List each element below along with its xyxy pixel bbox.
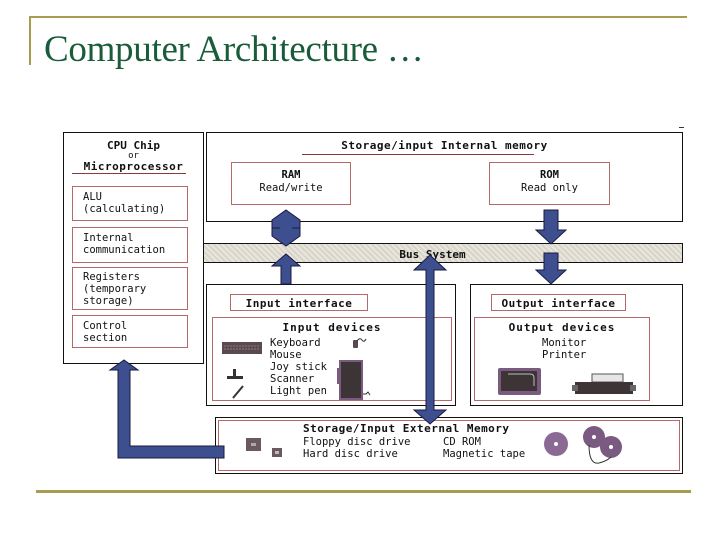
external-device: Hard disc drive xyxy=(303,448,398,460)
ram-box: RAM Read/write xyxy=(231,162,351,205)
external-device: Floppy disc drive xyxy=(303,436,411,448)
cpu-item-line: Internal xyxy=(83,232,134,244)
cd-rom-icon xyxy=(544,432,568,456)
ram-desc: Read/write xyxy=(259,182,323,194)
cpu-item-alu: ALU (calculating) xyxy=(72,186,188,221)
title-rule-top xyxy=(30,16,687,18)
input-devices-box: Input devices Keyboard Mouse Joy stick S… xyxy=(212,317,452,401)
ram-title: RAM xyxy=(281,169,301,181)
light-pen-icon xyxy=(232,385,244,399)
input-device-icons xyxy=(222,338,371,400)
slide-title: Computer Architecture … xyxy=(44,29,424,70)
cpu-item-internal-communication: Internal communication xyxy=(72,227,188,263)
rom-title: ROM xyxy=(540,169,559,181)
cpu-item-line: ALU xyxy=(83,191,102,203)
input-devices-title: Input devices xyxy=(282,321,382,334)
cpu-item-line: Registers xyxy=(83,271,140,283)
title-rule-left xyxy=(29,16,31,65)
input-device: Scanner xyxy=(270,373,315,385)
external-memory-box: Storage/Input External Memory Floppy dis… xyxy=(215,417,683,474)
external-device: CD ROM xyxy=(443,436,481,448)
cpu-item-line: communication xyxy=(83,244,166,256)
cpu-title-underline xyxy=(72,173,186,174)
cpu-item-line: section xyxy=(83,332,128,344)
external-memory-title: Storage/Input External Memory xyxy=(303,422,510,435)
floppy-drive-icon xyxy=(246,438,261,451)
external-device: Magnetic tape xyxy=(443,448,526,460)
scanner-icon xyxy=(337,360,371,400)
cpu-item-line: (temporary xyxy=(83,283,147,295)
cpu-chip-box: CPU Chip or Microprocessor ALU (calculat… xyxy=(63,132,204,364)
cpu-subtitle: Microprocessor xyxy=(83,160,184,173)
output-devices-title: Output devices xyxy=(508,321,616,334)
output-device-icons xyxy=(498,368,636,395)
cpu-or: or xyxy=(128,151,139,161)
stray-mark xyxy=(679,127,684,128)
internal-memory-title: Storage/input Internal memory xyxy=(341,139,548,152)
external-memory-icons xyxy=(246,426,622,464)
hard-drive-icon xyxy=(272,448,282,457)
input-interface-box: Input interface xyxy=(230,294,368,311)
input-panel: Input interface Input devices Keyboard M… xyxy=(206,284,456,406)
input-device: Joy stick xyxy=(270,361,327,373)
output-interface-label: Output interface xyxy=(501,297,616,310)
input-device: Mouse xyxy=(270,349,302,361)
input-interface-label: Input interface xyxy=(245,297,353,310)
rom-box: ROM Read only xyxy=(489,162,610,205)
rom-desc: Read only xyxy=(521,182,578,194)
keyboard-icon xyxy=(222,342,262,354)
mouse-icon xyxy=(353,338,367,348)
bottom-rule xyxy=(36,490,691,493)
joystick-icon xyxy=(227,369,243,379)
input-device: Keyboard xyxy=(270,337,321,349)
cpu-item-control: Control section xyxy=(72,315,188,348)
internal-memory-underline xyxy=(302,154,534,155)
bus-system: Bus System xyxy=(63,243,683,263)
input-device: Light pen xyxy=(270,385,327,397)
cpu-title: CPU Chip xyxy=(107,139,160,152)
magnetic-tape-icon xyxy=(583,426,622,464)
printer-icon xyxy=(572,373,636,394)
output-device: Printer xyxy=(542,349,587,361)
cpu-item-registers: Registers (temporary storage) xyxy=(72,267,188,310)
output-devices-box: Output devices Monitor Printer xyxy=(474,317,650,401)
monitor-icon xyxy=(498,368,541,395)
cpu-item-line: (calculating) xyxy=(83,203,166,215)
output-panel: Output interface Output devices Monitor … xyxy=(470,284,683,406)
cpu-item-line: Control xyxy=(83,320,128,332)
output-interface-box: Output interface xyxy=(491,294,626,311)
output-device: Monitor xyxy=(542,337,587,349)
cpu-item-line: storage) xyxy=(83,295,134,307)
internal-memory-box: Storage/input Internal memory RAM Read/w… xyxy=(206,132,683,222)
